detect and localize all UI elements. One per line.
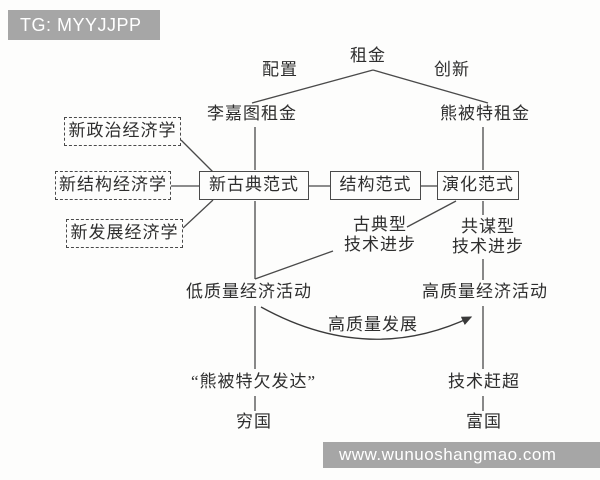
- node-low-quality-activity: 低质量经济活动: [186, 282, 312, 301]
- collusive-tech-line1: 共谋型: [461, 217, 515, 236]
- box-structural-paradigm: 结构范式: [330, 171, 421, 200]
- label-high-quality-development: 高质量发展: [328, 315, 418, 334]
- box-evolutionary-paradigm: 演化范式: [437, 171, 519, 200]
- box-new-development-economics: 新发展经济学: [66, 219, 183, 248]
- collusive-tech-line2: 技术进步: [452, 237, 524, 256]
- box-neoclassical-paradigm: 新古典范式: [199, 171, 309, 200]
- edge-lowquality-to-classicaltech: [254, 250, 334, 280]
- node-poor-country: 穷国: [236, 412, 272, 431]
- classical-tech-line1: 古典型: [353, 215, 407, 234]
- node-ricardian-rent: 李嘉图租金: [207, 104, 297, 123]
- box-new-structural-economics: 新结构经济学: [55, 171, 171, 200]
- edge-rent-to-ricardian: [251, 69, 374, 104]
- node-high-quality-activity: 高质量经济活动: [422, 282, 548, 301]
- node-classical-tech-progress: 古典型 技术进步: [334, 215, 426, 255]
- classical-tech-line2: 技术进步: [344, 235, 416, 254]
- edge-label-innovation: 创新: [434, 60, 470, 79]
- node-collusive-tech-progress: 共谋型 技术进步: [443, 217, 533, 257]
- edge-development-to-neoclassical: [182, 199, 214, 229]
- edge-classicaltech-to-evolutionary: [406, 200, 457, 228]
- arrow-high-quality-development: [260, 306, 473, 340]
- edge-label-allocation: 配置: [262, 60, 298, 79]
- top-left-watermark: TG: MYYJJPP: [8, 10, 160, 40]
- node-schumpeterian-underdevelopment: “熊被特欠发达”: [191, 372, 317, 391]
- edge-rent-to-schumpeter: [372, 69, 489, 104]
- node-schumpeter-rent: 熊被特租金: [440, 104, 530, 123]
- node-technology-catchup: 技术赶超: [448, 372, 520, 391]
- node-rich-country: 富国: [466, 412, 502, 431]
- edge-political-to-neoclassical: [180, 139, 214, 173]
- box-new-political-economics: 新政治经济学: [64, 117, 181, 146]
- bottom-watermark: www.wunuoshangmao.com: [323, 442, 600, 468]
- node-rent: 租金: [350, 46, 386, 65]
